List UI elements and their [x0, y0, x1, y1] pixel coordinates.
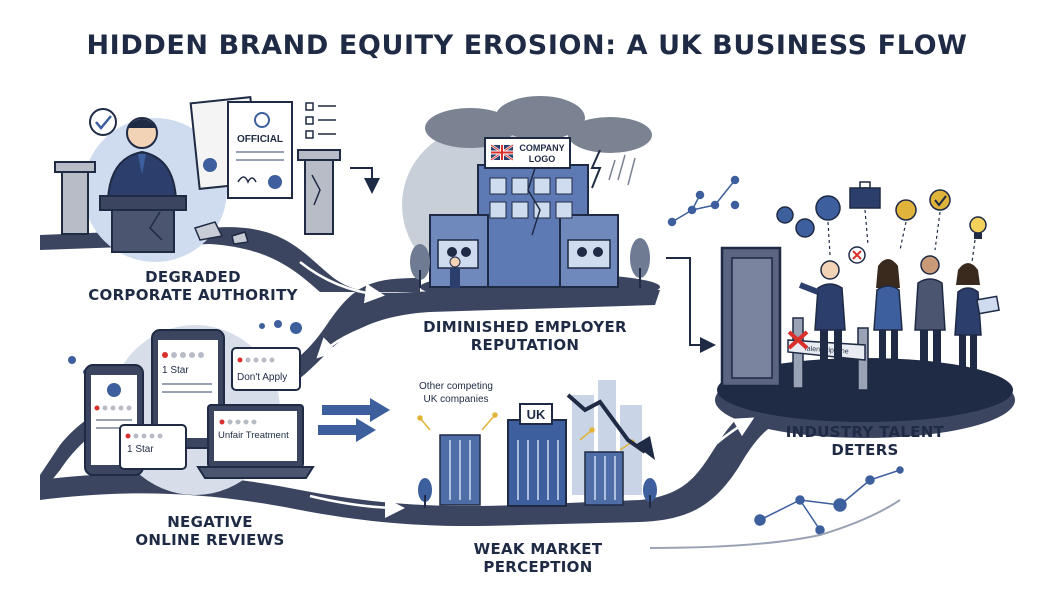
competitors-line1: Other competing [419, 381, 493, 392]
caption-line: WEAK MARKET [473, 540, 603, 558]
caption-line: PERCEPTION [483, 558, 593, 576]
competitor-building [584, 451, 624, 506]
caption-line: NEGATIVE [167, 513, 253, 531]
page-title: HIDDEN BRAND EQUITY EROSION: A UK BUSINE… [86, 30, 968, 61]
caption-line: INDUSTRY TALENT [785, 423, 945, 441]
company-sign-line2: LOGO [529, 154, 556, 164]
award-icon [929, 189, 951, 211]
review-bubble-dont-apply [231, 347, 301, 391]
market-scene: Other competing UK companies UK [417, 380, 901, 549]
authority-scene: OFFICIAL [54, 96, 380, 262]
caption-line: DETERS [831, 441, 899, 459]
briefcase-icon [849, 187, 881, 209]
review-1-text: 1 Star [162, 365, 189, 376]
caption-line: REPUTATION [470, 336, 580, 354]
caption-degraded-authority: DEGRADED CORPORATE AUTHORITY [78, 268, 308, 304]
caption-employer-reputation: DIMINISHED EMPLOYER REPUTATION [405, 318, 645, 354]
gear-icon [776, 195, 841, 238]
caption-line: DIMINISHED EMPLOYER [423, 318, 627, 336]
talent-group [798, 255, 1000, 382]
lightbulb-icon [969, 216, 987, 234]
talent-scene: Talent Pipeline [720, 181, 1000, 391]
caption-line: ONLINE REVIEWS [135, 531, 285, 549]
caption-weak-market: WEAK MARKET PERCEPTION [448, 540, 628, 576]
review-2-text: Don't Apply [237, 372, 287, 383]
uk-label: UK [527, 407, 546, 422]
review-3-text: 1 Star [127, 444, 154, 455]
network-graphic [667, 175, 904, 535]
review-4-text: Unfair Treatment [218, 430, 289, 441]
official-document-label: OFFICIAL [237, 134, 283, 145]
company-sign-line1: COMPANY [519, 143, 564, 153]
employer-scene: COMPANY LOGO [402, 96, 716, 353]
caption-talent-deters: INDUSTRY TALENT DETERS [775, 423, 955, 459]
caption-negative-reviews: NEGATIVE ONLINE REVIEWS [110, 513, 310, 549]
reviews-scene: 1 Star Don't Apply Unfair Treatment 1 St… [68, 320, 390, 495]
caption-line: DEGRADED [145, 268, 241, 286]
medal-icon [895, 199, 917, 221]
caption-line: CORPORATE AUTHORITY [88, 286, 298, 304]
competitors-line2: UK companies [423, 394, 488, 405]
